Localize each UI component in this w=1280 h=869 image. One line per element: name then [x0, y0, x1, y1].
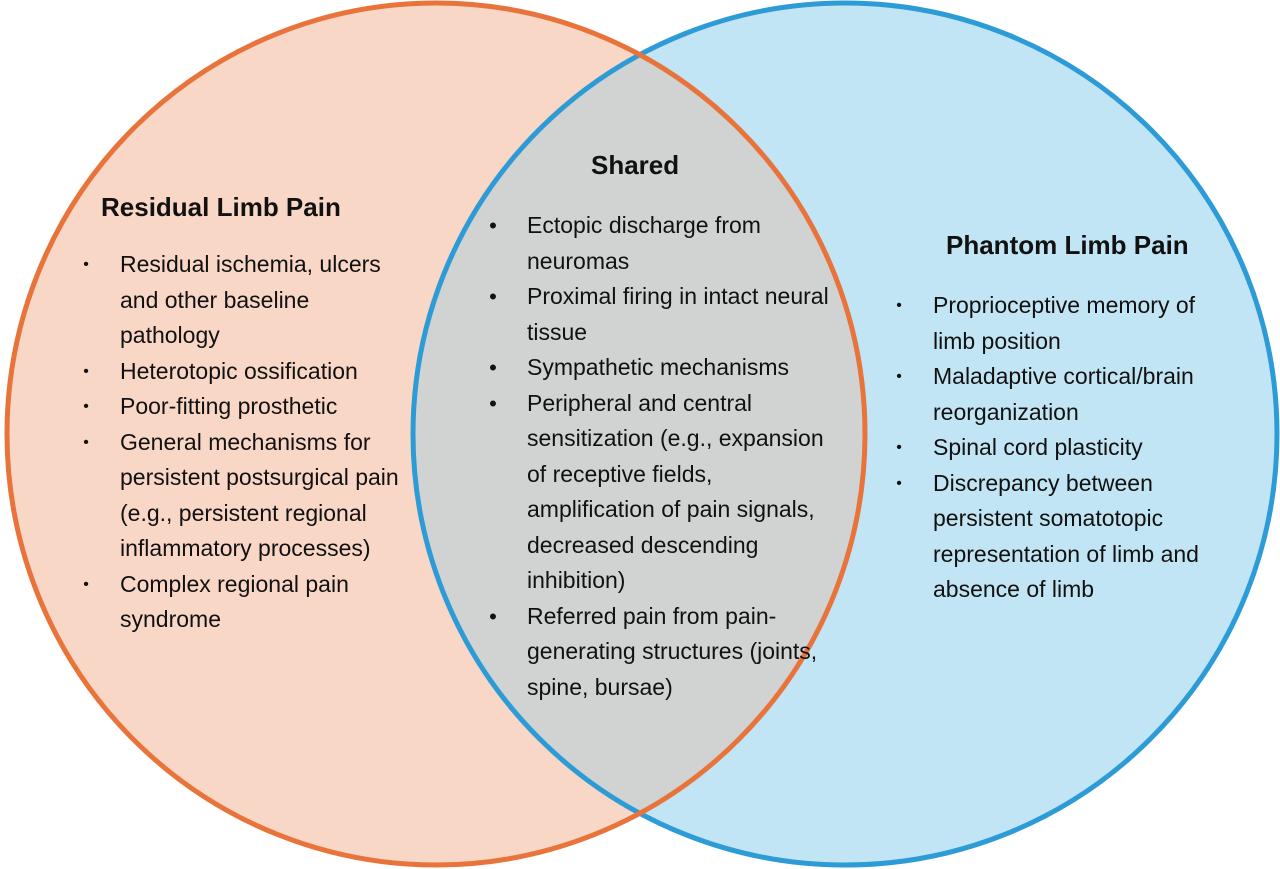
- list-item: • Sympathetic mechanisms: [487, 350, 832, 386]
- bullet-icon: •: [489, 603, 497, 629]
- list-item: • Poor-fitting prosthetic: [80, 389, 400, 425]
- bullet-icon: •: [83, 398, 89, 415]
- bullet-icon: •: [489, 355, 497, 380]
- list-item-text: Ectopic discharge from neuromas: [527, 212, 761, 274]
- phantom-limb-pain-list: •Proprioceptive memory of limb position …: [893, 288, 1238, 608]
- list-item: • Ectopic discharge from neuromas: [487, 208, 832, 279]
- list-item: • Proprioceptive memory of limb position: [893, 288, 1238, 359]
- bullet-icon: •: [896, 297, 902, 314]
- list-item-text: Maladaptive cortical/brain reorganizatio…: [933, 363, 1194, 425]
- shared-list: • Ectopic discharge from neuromas • Proxim…: [487, 208, 832, 705]
- list-item-text: Spinal cord plasticity: [933, 434, 1143, 460]
- list-item: • Residual ischemia, ulcers and other bas…: [80, 247, 400, 354]
- phantom-limb-pain-section: Phantom Limb Pain • Proprioceptive memory…: [893, 230, 1238, 608]
- list-item-text: Referred pain from pain-generating struc…: [527, 602, 818, 700]
- list-item: • Peripheral and central sensitization (e…: [487, 386, 832, 599]
- list-item: • Proximal firing in intact neural tissue: [487, 279, 832, 350]
- residual-limb-pain-list: • Residual ischemia, ulcers and other bas…: [80, 247, 400, 638]
- bullet-icon: •: [83, 575, 89, 593]
- list-item-text: Discrepancy between persistent somatotop…: [933, 469, 1199, 603]
- list-item-text: Residual ischemia, ulcers and other base…: [120, 251, 381, 348]
- list-item-text: Heterotopic ossification: [120, 357, 358, 384]
- list-item-text: Sympathetic mechanisms: [527, 354, 790, 380]
- shared-section: Shared • Ectopic discharge from neuromas …: [487, 150, 832, 705]
- phantom-limb-pain-title: Phantom Limb Pain: [946, 230, 1189, 260]
- list-item: • Spinal cord plasticity: [893, 430, 1238, 466]
- list-item: • General mechanisms for persistent posts…: [80, 425, 400, 567]
- bullet-icon: •: [489, 284, 497, 309]
- bullet-icon: •: [489, 213, 497, 238]
- list-item-text: Proprioceptive memory of limb position: [933, 292, 1196, 354]
- residual-circle-outline: [4, 0, 868, 868]
- bullet-icon: •: [896, 439, 902, 456]
- shared-title: Shared: [591, 150, 680, 180]
- list-item: • Discrepancy between persistent somatoto…: [893, 466, 1238, 608]
- bullet-icon: •: [83, 433, 89, 451]
- list-item: • Maladaptive cortical/brain reorganizati…: [893, 359, 1238, 430]
- list-item: • Heterotopic ossification: [80, 354, 400, 390]
- residual-limb-pain-title: Residual Limb Pain: [101, 192, 341, 222]
- residual-limb-pain-section: Residual Limb Pain • Residual ischemia, u…: [80, 192, 400, 638]
- bullet-icon: •: [83, 362, 89, 380]
- list-item: • Referred pain from pain-generating stru…: [487, 599, 832, 706]
- overlap-region: [413, 3, 865, 865]
- list-item-text: Complex regional pain syndrome: [120, 570, 349, 633]
- bullet-icon: •: [896, 368, 902, 385]
- bullet-icon: •: [83, 256, 89, 273]
- bullet-icon: •: [489, 390, 497, 416]
- bullet-icon: •: [896, 474, 902, 492]
- list-item-text: Proximal firing in intact neural tissue: [527, 283, 829, 345]
- phantom-circle-outline: [410, 0, 1280, 868]
- list-item-text: General mechanisms for persistent postsu…: [120, 428, 399, 562]
- list-item-text: Poor-fitting prosthetic: [120, 393, 338, 419]
- list-item-text: Peripheral and central sensitization (e.…: [527, 389, 824, 594]
- list-item: • Complex regional pain syndrome: [80, 567, 400, 638]
